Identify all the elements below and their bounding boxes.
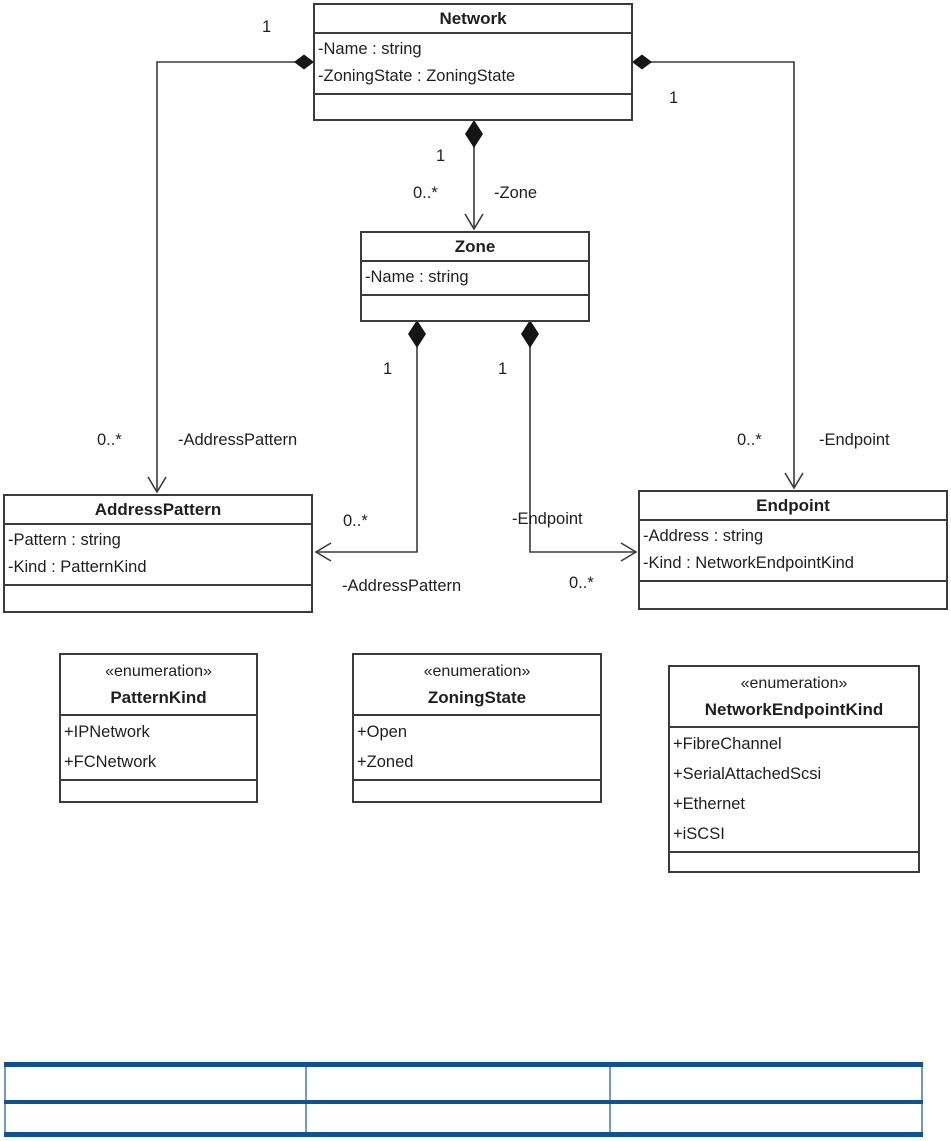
enum-patternkind: «enumeration» PatternKind +IPNetwork +FC… — [59, 653, 258, 803]
enum-stereotype: «enumeration» — [740, 675, 848, 692]
class-attribute: -Kind : PatternKind — [8, 558, 147, 576]
enum-literal: +Open — [357, 723, 407, 741]
multiplicity-label: 1 — [383, 360, 393, 378]
operations-compartment — [5, 586, 311, 611]
multiplicity-label: 0..* — [97, 431, 122, 449]
composition-diamond-icon — [408, 320, 426, 348]
class-addresspattern: AddressPattern -Pattern : string -Kind :… — [3, 494, 313, 613]
attributes-compartment: -Name : string -ZoningState : ZoningStat… — [315, 34, 631, 95]
association-line — [316, 346, 418, 553]
class-attribute: -Pattern : string — [8, 531, 121, 549]
enum-zoningstate: «enumeration» ZoningState +Open +Zoned — [352, 653, 602, 803]
enum-header: «enumeration» ZoningState — [354, 655, 600, 716]
enum-literal: +IPNetwork — [64, 723, 150, 741]
operations-compartment — [362, 296, 588, 320]
class-name: Zone — [362, 233, 588, 262]
table-cell — [609, 1067, 923, 1100]
enum-name: ZoningState — [427, 688, 527, 707]
operations-compartment — [640, 582, 946, 608]
enum-stereotype: «enumeration» — [423, 663, 531, 680]
table-row — [4, 1104, 923, 1132]
operations-compartment — [315, 95, 631, 119]
role-label: -Endpoint — [512, 510, 583, 528]
class-attribute: -Kind : NetworkEndpointKind — [643, 554, 854, 572]
multiplicity-label: 0..* — [343, 512, 368, 530]
table-top-border — [4, 1062, 923, 1067]
enum-header: «enumeration» NetworkEndpointKind — [670, 667, 918, 728]
composition-diamond-icon — [521, 320, 539, 348]
operations-compartment — [61, 781, 256, 801]
association-line — [156, 61, 297, 492]
enum-literal: +Ethernet — [673, 795, 746, 813]
table-cell — [305, 1104, 609, 1132]
role-label: -AddressPattern — [342, 577, 462, 595]
composition-diamond-icon — [465, 120, 483, 148]
multiplicity-label: 1 — [498, 360, 508, 378]
table-cell — [4, 1104, 305, 1132]
association-line — [649, 61, 795, 488]
composition-diamond-icon — [632, 54, 652, 70]
arrowhead-icon — [464, 213, 484, 231]
enum-literal: +SerialAttachedScsi — [673, 765, 822, 783]
class-attribute: -Name : string — [318, 40, 422, 58]
enum-name: NetworkEndpointKind — [704, 700, 884, 719]
table-bottom-border — [4, 1132, 923, 1137]
arrowhead-icon — [314, 542, 332, 562]
enum-literal: +Zoned — [357, 753, 414, 771]
multiplicity-label: 0..* — [569, 574, 594, 592]
role-label: -Zone — [494, 184, 538, 202]
class-name: Endpoint — [640, 492, 946, 521]
enum-literal: +FibreChannel — [673, 735, 782, 753]
enum-name: PatternKind — [110, 688, 207, 707]
table-row — [4, 1067, 923, 1100]
literals-compartment: +IPNetwork +FCNetwork — [61, 716, 256, 781]
enum-header: «enumeration» PatternKind — [61, 655, 256, 716]
table-cell — [4, 1067, 305, 1100]
enum-literal: +iSCSI — [673, 825, 725, 843]
composition-diamond-icon — [294, 54, 314, 70]
enum-literal: +FCNetwork — [64, 753, 157, 771]
class-network: Network -Name : string -ZoningState : Zo… — [313, 3, 633, 121]
attributes-compartment: -Address : string -Kind : NetworkEndpoin… — [640, 521, 946, 582]
class-attribute: -Name : string — [365, 268, 469, 286]
class-zone: Zone -Name : string — [360, 231, 590, 322]
operations-compartment — [354, 781, 600, 801]
class-attribute: -ZoningState : ZoningState — [318, 67, 516, 85]
enum-networkendpointkind: «enumeration» NetworkEndpointKind +Fibre… — [668, 665, 920, 873]
attributes-compartment: -Name : string — [362, 262, 588, 296]
literals-compartment: +Open +Zoned — [354, 716, 600, 781]
operations-compartment — [670, 853, 918, 871]
arrowhead-icon — [147, 476, 167, 494]
multiplicity-label: 1 — [262, 18, 272, 36]
attributes-compartment: -Pattern : string -Kind : PatternKind — [5, 525, 311, 586]
literals-compartment: +FibreChannel +SerialAttachedScsi +Ether… — [670, 728, 918, 853]
role-label: -Endpoint — [819, 431, 890, 449]
class-endpoint: Endpoint -Address : string -Kind : Netwo… — [638, 490, 948, 610]
arrowhead-icon — [784, 472, 804, 490]
multiplicity-label: 0..* — [413, 184, 438, 202]
class-name: Network — [315, 5, 631, 34]
enum-stereotype: «enumeration» — [105, 663, 212, 680]
table-cell — [305, 1067, 609, 1100]
class-attribute: -Address : string — [643, 527, 764, 545]
multiplicity-label: 1 — [669, 89, 679, 107]
class-name: AddressPattern — [5, 496, 311, 525]
table-cell — [609, 1104, 923, 1132]
arrowhead-icon — [620, 542, 638, 562]
association-line — [529, 346, 636, 553]
document-table — [4, 1062, 923, 1137]
role-label: -AddressPattern — [178, 431, 298, 449]
table-row-divider — [4, 1100, 923, 1104]
multiplicity-label: 0..* — [737, 431, 762, 449]
multiplicity-label: 1 — [436, 147, 446, 165]
